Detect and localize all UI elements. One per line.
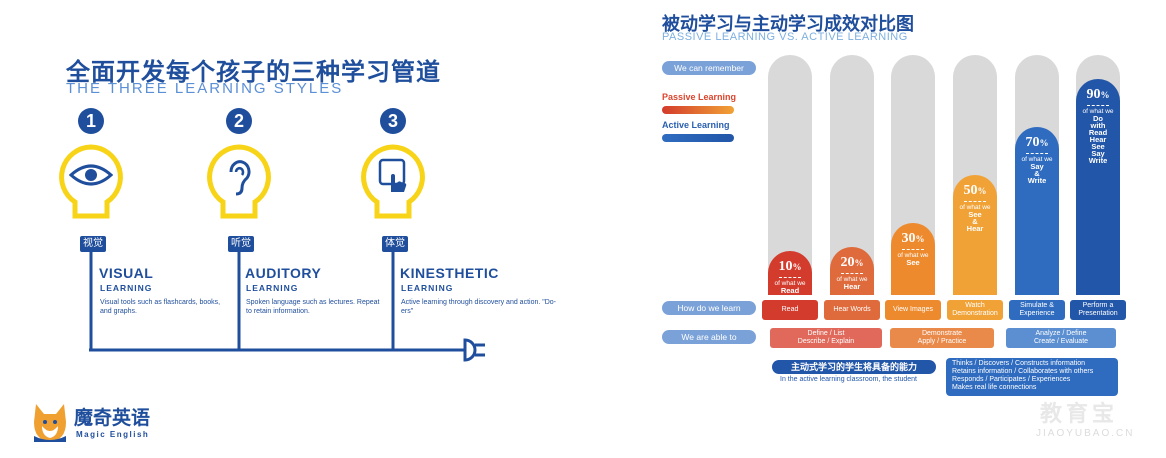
able-cell-1-line1: Define / List [807,330,845,337]
lightbulb-icon [207,144,271,219]
style-number-1: 1 [78,108,104,134]
column-fill-5 [1015,127,1059,295]
able-label: We are able to [662,330,756,344]
able-cell-3-line2: Create / Evaluate [1033,338,1089,345]
able-cell-1-line2: Describe / Explain [797,338,855,345]
learn-cell-2: Hear Words [824,300,880,320]
active-classroom-cn: 主动式学习的学生将具备的能力 [772,360,936,374]
eye-icon [69,164,113,186]
column-percent-6: 90% [1086,87,1110,102]
learn-cell-6: Perform a Presentation [1070,300,1126,320]
column-fill-3 [891,223,935,295]
logo-text-en: Magic English [76,430,150,439]
lightbulb-icon [59,144,123,219]
learn-cell-4: Watch Demonstration [947,300,1003,320]
power-plug-icon [459,338,485,362]
column-percent-1: 10% [778,259,802,274]
ability-3: Responds / Participates / Experiences [952,376,1071,383]
able-cell-2-line2: Apply / Practice [917,338,967,345]
abilities-box: Thinks / Discovers / Constructs informat… [946,358,1118,396]
able-cell-3: Analyze / Define Create / Evaluate [1006,328,1116,348]
column-percent-4: 50% [963,183,987,198]
logo-text-cn: 魔奇英语 [74,408,151,429]
style-title-kinesthetic: KINESTHETIC [400,265,499,281]
column-fill-6 [1076,79,1120,295]
watermark-en: JIAOYUBAO.CN [1036,428,1135,439]
right-subtitle: PASSIVE LEARNING VS. ACTIVE LEARNING [662,31,908,43]
learn-cell-5: Simulate & Experience [1009,300,1065,320]
style-title-visual: VISUAL [99,265,154,281]
active-classroom-en: In the active learning classroom, the st… [780,376,917,383]
connector-lines [89,252,460,352]
left-subtitle: THE THREE LEARNING STYLES [66,80,344,97]
able-cell-1: Define / List Describe / Explain [770,328,882,348]
able-cell-3-line1: Analyze / Define [1035,330,1087,337]
column-divider-5 [1026,153,1048,154]
column-percent-2: 20% [840,255,864,270]
style-sub-visual: LEARNING [100,283,153,293]
ability-2: Retains information / Collaborates with … [952,368,1094,375]
column-divider-3 [902,249,924,250]
learn-cell-1: Read [762,300,818,320]
ability-1: Thinks / Discovers / Constructs informat… [952,360,1086,367]
column-divider-6 [1087,105,1109,106]
watermark-cn: 教育宝 [1040,401,1119,426]
legend-passive-label: Passive Learning [662,92,737,102]
style-sub-auditory: LEARNING [246,283,299,293]
able-cell-2-line1: Demonstrate [921,330,963,337]
hand-touch-icon [378,158,407,192]
fox-mascot-logo [34,404,66,442]
column-divider-1 [779,277,801,278]
style-number-2: 2 [226,108,252,134]
learn-cell-3: View Images [885,300,941,320]
column-percent-5: 70% [1025,135,1049,150]
style-number-3: 3 [380,108,406,134]
style-tag-kinesthetic: 体觉 [382,236,408,252]
column-divider-2 [841,273,863,274]
style-desc-visual: Visual tools such as flashcards, books, … [100,299,221,315]
style-tag-auditory: 听觉 [228,236,254,252]
column-fill-2 [830,247,874,295]
remember-label: We can remember [662,61,756,75]
legend-active-bar [662,134,734,142]
column-fill-1 [768,251,812,295]
style-desc-auditory: Spoken language such as lectures. Repeat… [246,299,380,315]
left-title: 全面开发每个孩子的三种学习管道 [66,59,441,86]
how-learn-label: How do we learn [662,301,756,315]
style-title-auditory: AUDITORY [245,265,322,281]
able-cell-2: Demonstrate Apply / Practice [890,328,994,348]
ear-icon [229,160,251,196]
style-sub-kinesthetic: LEARNING [401,283,454,293]
style-tag-visual: 视觉 [80,236,106,252]
legend-active-label: Active Learning [662,120,730,130]
ability-4: Makes real life connections [952,384,1037,391]
style-desc-kinesthetic: Active learning through discovery and ac… [401,299,557,315]
right-title: 被动学习与主动学习成效对比图 [662,14,914,34]
column-fill-4 [953,175,997,295]
legend-passive-bar [662,106,734,114]
column-percent-3: 30% [901,231,925,246]
column-divider-4 [964,201,986,202]
